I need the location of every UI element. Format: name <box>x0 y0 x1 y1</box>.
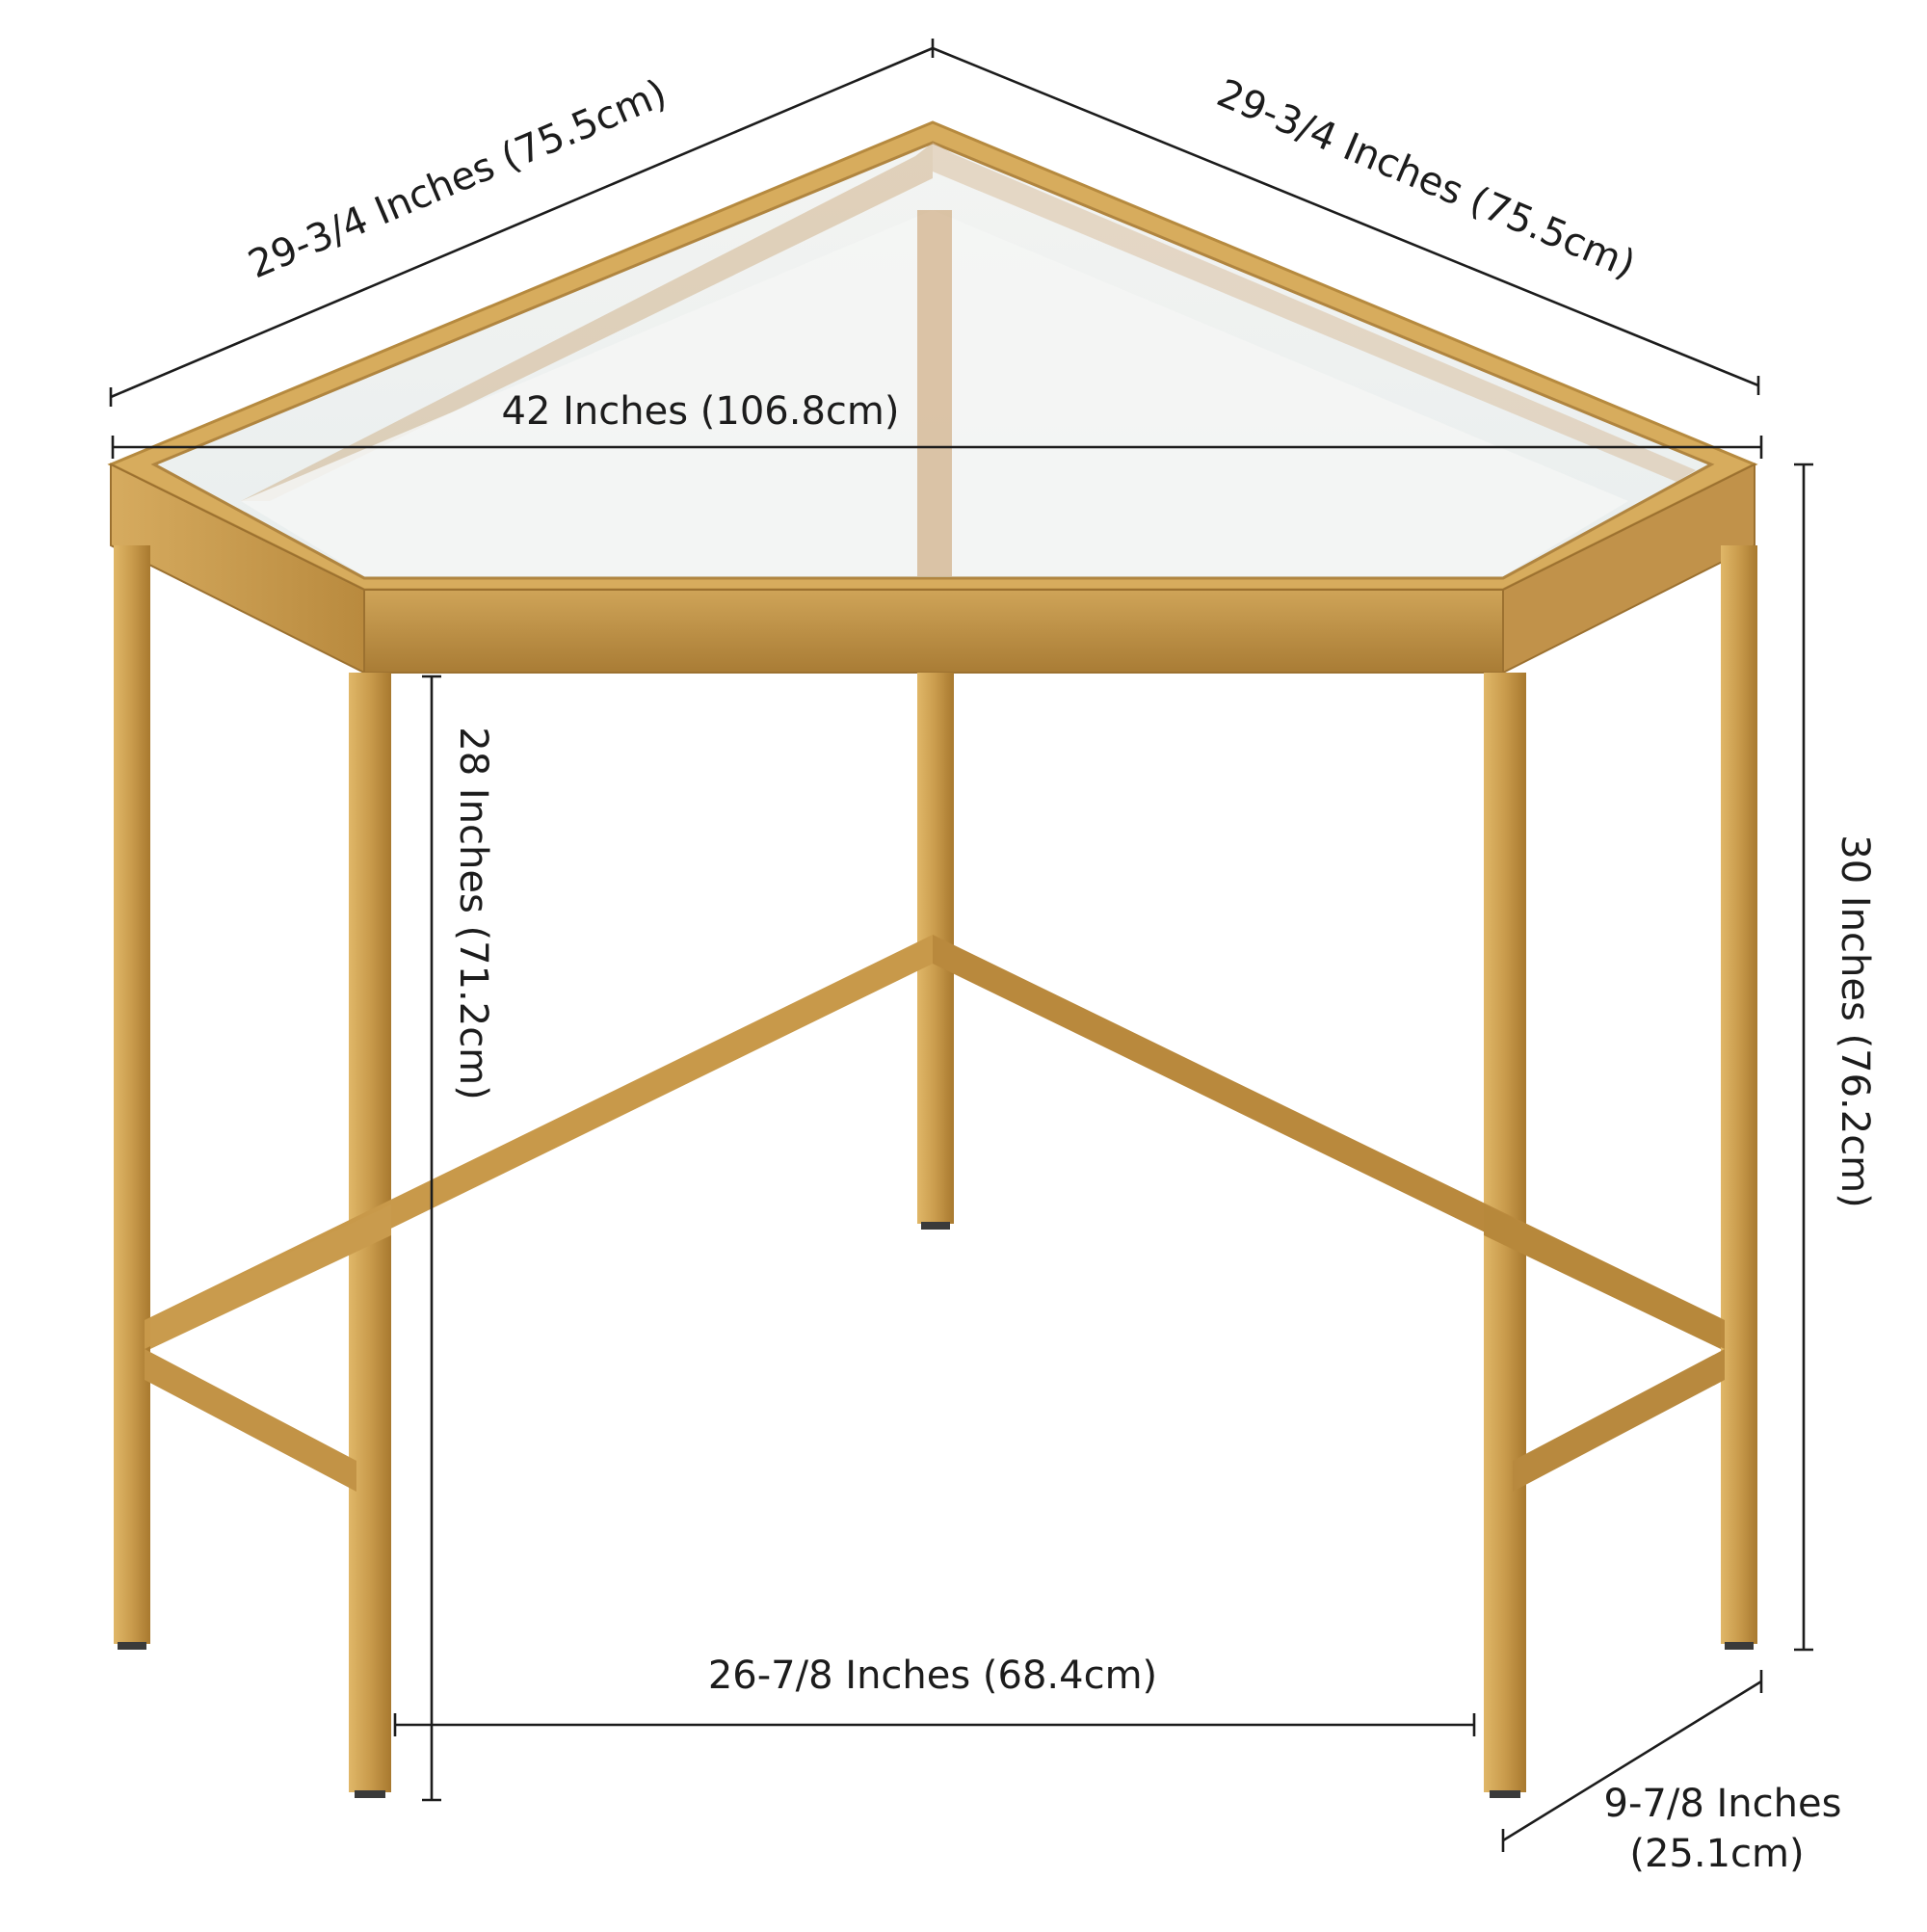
leg-left-outer <box>114 545 150 1644</box>
label-side-depth-line2: (25.1cm) <box>1629 1832 1804 1876</box>
label-front-width: 42 Inches (106.8cm) <box>502 389 900 434</box>
stretcher-left-side <box>145 1349 356 1492</box>
glass-reflection <box>933 143 1696 482</box>
dim-line-top-right <box>932 46 1759 387</box>
dimension-lines <box>109 39 1813 1852</box>
stretcher-left-front-brace <box>150 1204 391 1349</box>
foot-right-front <box>1490 1790 1520 1798</box>
leg-right-outer <box>1721 545 1757 1644</box>
label-side-depth-line1: 9-7/8 Inches <box>1604 1782 1842 1826</box>
stretcher-right-side <box>1513 1349 1725 1492</box>
foot-right-outer <box>1725 1642 1754 1650</box>
foot-back <box>921 1222 950 1230</box>
foot-left-outer <box>118 1642 146 1650</box>
back-post-upper <box>917 210 952 576</box>
label-inner-height: 28 Inches (71.2cm) <box>451 727 495 1100</box>
label-leg-span: 26-7/8 Inches (68.4cm) <box>708 1654 1157 1698</box>
label-total-height: 30 Inches (76.2cm) <box>1833 834 1877 1208</box>
stretchers <box>145 935 1725 1492</box>
legs <box>114 545 1757 1798</box>
front-apron <box>363 589 1504 674</box>
dim-line-top-left <box>110 46 934 399</box>
foot-left-front <box>355 1790 385 1798</box>
stretcher-right-front-brace <box>1484 1204 1721 1349</box>
label-top-right-edge: 29-3/4 Inches (75.5cm) <box>1210 71 1641 288</box>
dim-line-side-depth <box>1502 1680 1762 1842</box>
desk-top <box>107 120 1758 675</box>
label-top-left-edge: 29-3/4 Inches (75.5cm) <box>242 71 673 288</box>
